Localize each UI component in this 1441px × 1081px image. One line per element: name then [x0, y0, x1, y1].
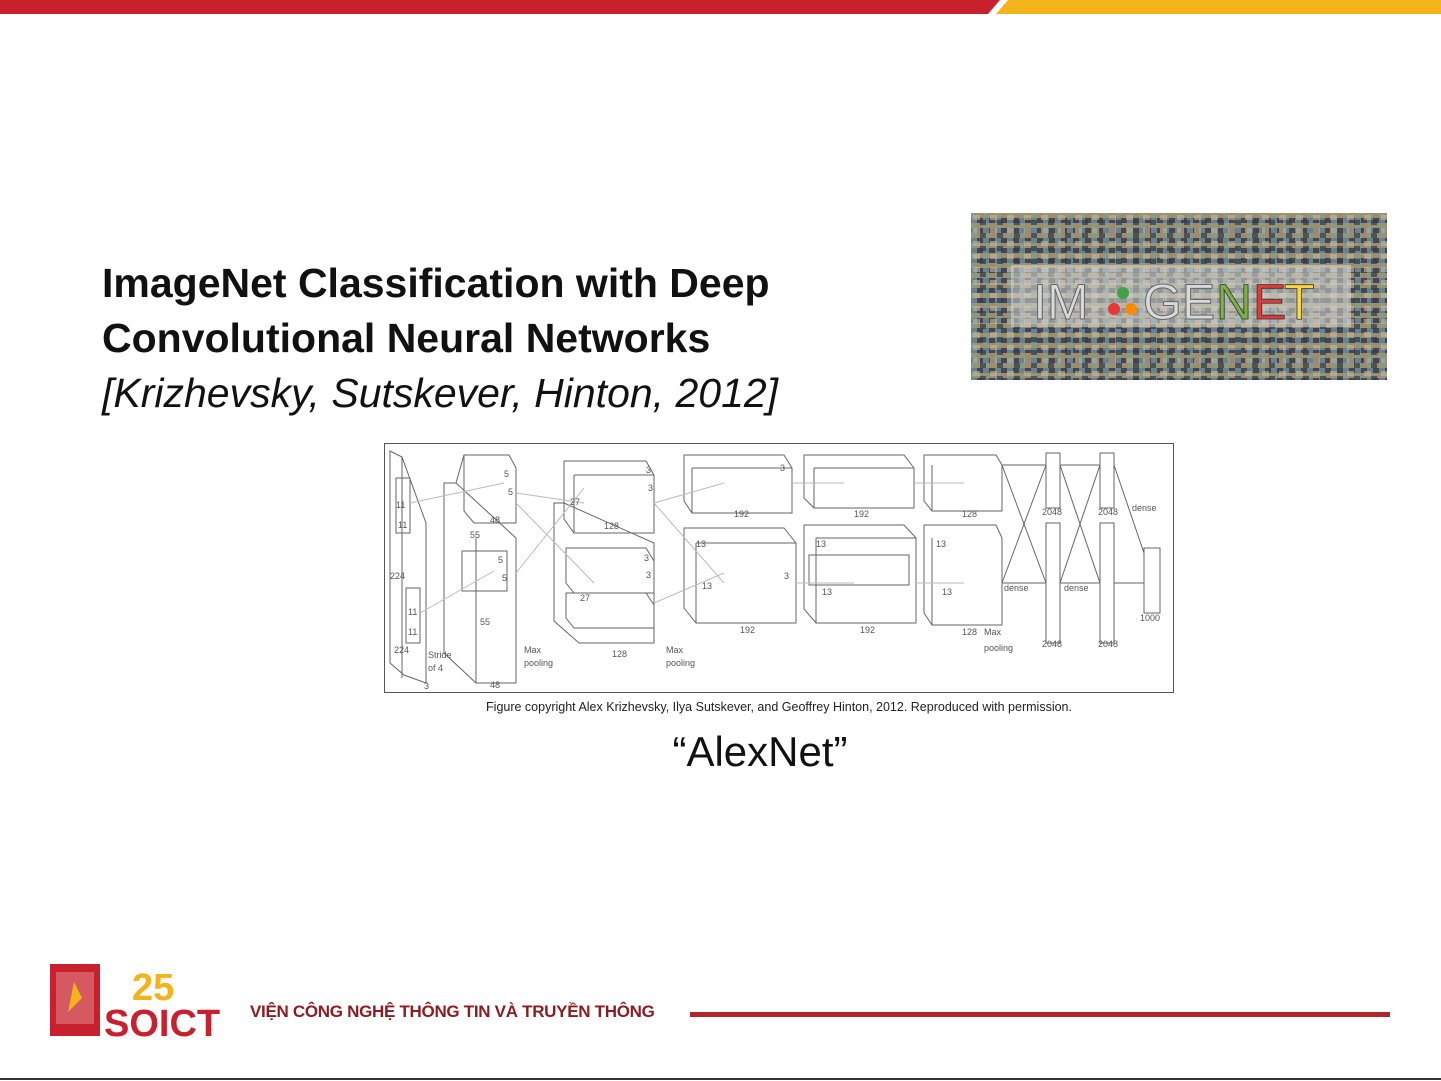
label-max-pooling-3: Max — [984, 627, 1002, 637]
soict-brand: SOICT — [104, 1003, 220, 1040]
imagenet-logo-text-t: T — [1284, 274, 1315, 330]
label-2048-a: 2048 — [1042, 507, 1062, 517]
label-2048-b: 2048 — [1098, 507, 1118, 517]
label-max-pooling-3b: pooling — [984, 643, 1013, 653]
label-55-top: 55 — [470, 530, 480, 540]
imagenet-logo-text-n: N — [1216, 274, 1252, 330]
label-3-f: 3 — [784, 571, 789, 581]
label-max-pooling-2: Max — [666, 645, 684, 655]
title-block: ImageNet Classification with Deep Convol… — [102, 256, 922, 421]
label-128-d: 128 — [962, 627, 977, 637]
label-dense-2: dense — [1064, 583, 1089, 593]
label-13-d: 13 — [822, 587, 832, 597]
imagenet-logo-text-e: E — [1253, 274, 1286, 330]
label-1000: 1000 — [1140, 613, 1160, 623]
label-kernel-11-b: 11 — [398, 520, 407, 530]
institute-name: VIỆN CÔNG NGHỆ THÔNG TIN VÀ TRUYỀN THÔNG — [250, 1002, 655, 1021]
label-stride: Stride — [428, 650, 452, 660]
label-max-pooling-1b: pooling — [524, 658, 553, 668]
label-224-vertical: 224 — [390, 571, 405, 581]
label-192-b: 192 — [740, 625, 755, 635]
label-27-a: 27 — [570, 497, 580, 507]
model-name-label: “AlexNet” — [672, 728, 848, 775]
label-128-a: 128 — [604, 521, 619, 531]
footer-divider — [690, 1012, 1390, 1017]
top-accent-bar — [0, 0, 1441, 14]
label-5-b: 5 — [508, 487, 513, 497]
label-13-f: 13 — [942, 587, 952, 597]
label-max-pooling-2b: pooling — [666, 658, 695, 668]
label-13-b: 13 — [702, 581, 712, 591]
label-kernel-11-c: 11 — [408, 607, 417, 617]
soict-logo: 25 SOICT — [50, 964, 220, 1040]
imagenet-logo-text-ge: GE — [1143, 274, 1215, 330]
label-48-top: 48 — [490, 515, 500, 525]
alexnet-architecture-diagram: 224 224 3 11 11 11 11 Stride of 4 55 55 … — [384, 443, 1174, 693]
label-dense-1: dense — [1004, 583, 1029, 593]
imagenet-logo-dot-green — [1117, 287, 1129, 299]
imagenet-logo-dot-red — [1108, 303, 1120, 315]
label-3-c: 3 — [644, 553, 649, 563]
figure-caption: Figure copyright Alex Krizhevsky, Ilya S… — [486, 700, 1072, 714]
paper-citation: [Krizhevsky, Sutskever, Hinton, 2012] — [102, 370, 779, 416]
imagenet-logo-text-im: IM — [1033, 274, 1089, 330]
bottom-border — [0, 1078, 1441, 1080]
label-3-a: 3 — [646, 465, 651, 475]
label-3-d: 3 — [646, 570, 651, 580]
label-128-b: 128 — [612, 649, 627, 659]
imagenet-logo-image: IM A GE N E T — [971, 213, 1387, 380]
label-kernel-11-a: 11 — [396, 500, 405, 510]
label-27-b: 27 — [580, 593, 590, 603]
label-192-c: 192 — [854, 509, 869, 519]
label-5-c: 5 — [498, 555, 503, 565]
label-13-a: 13 — [696, 539, 706, 549]
label-2048-d: 2048 — [1098, 639, 1118, 649]
anniversary-number: 25 — [132, 967, 174, 1009]
label-input-depth: 3 — [424, 681, 429, 691]
label-max-pooling-1: Max — [524, 645, 542, 655]
label-dense-3: dense — [1132, 503, 1157, 513]
imagenet-logo-dot-orange — [1125, 303, 1137, 315]
label-128-c: 128 — [962, 509, 977, 519]
paper-title-line-2: Convolutional Neural Networks — [102, 315, 711, 361]
label-3-b: 3 — [648, 483, 653, 493]
label-stride-of4: of 4 — [428, 663, 443, 673]
label-48-bottom: 48 — [490, 680, 500, 690]
label-kernel-11-d: 11 — [408, 627, 417, 637]
label-13-e: 13 — [936, 539, 946, 549]
label-192-d: 192 — [860, 625, 875, 635]
label-224-bottom: 224 — [394, 645, 409, 655]
label-5-a: 5 — [504, 469, 509, 479]
label-192-a: 192 — [734, 509, 749, 519]
label-2048-c: 2048 — [1042, 639, 1062, 649]
label-3-e: 3 — [780, 463, 785, 473]
paper-title-line-1: ImageNet Classification with Deep — [102, 260, 770, 306]
label-5-d: 5 — [502, 573, 507, 583]
label-55-bottom: 55 — [480, 617, 490, 627]
label-13-c: 13 — [816, 539, 826, 549]
